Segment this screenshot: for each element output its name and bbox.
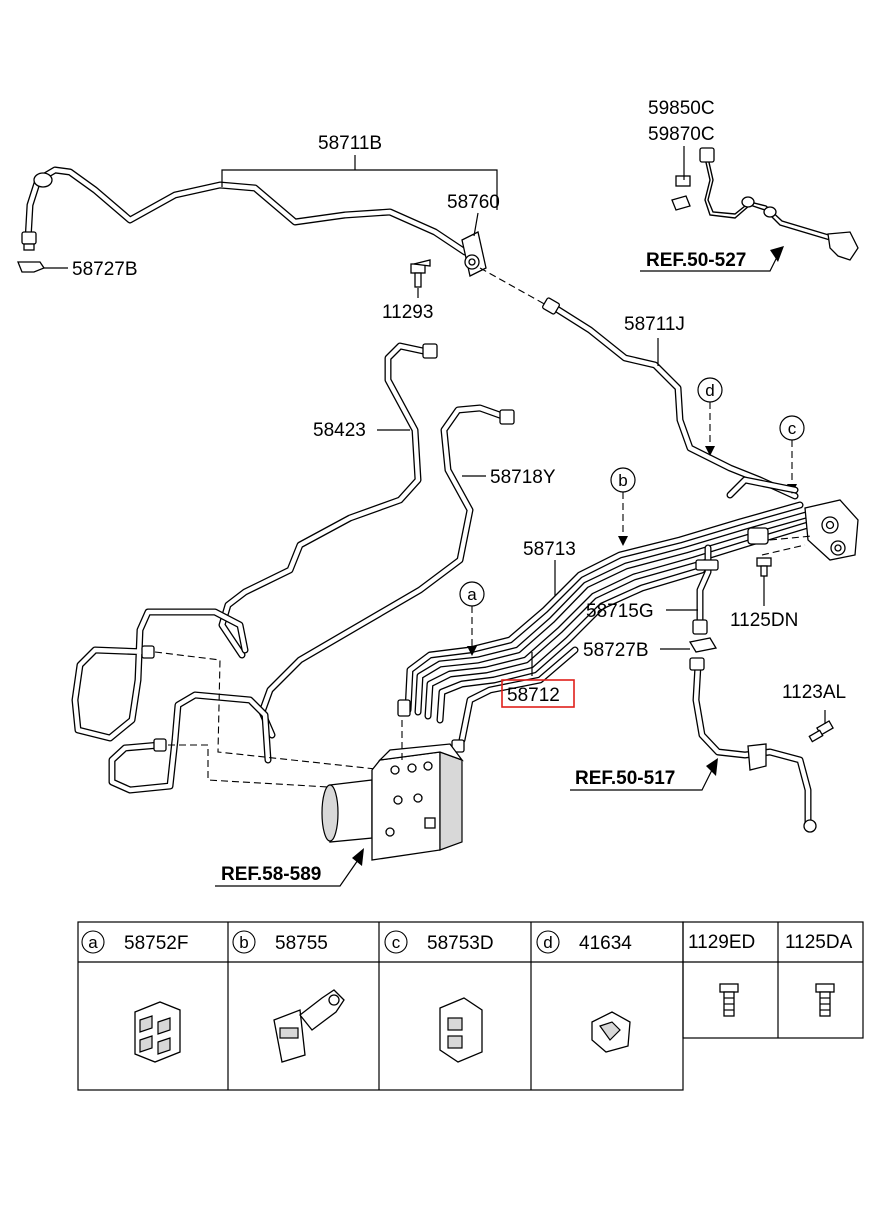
ref-50-517: REF.50-517 — [575, 768, 675, 789]
bolt-1125dn — [756, 557, 772, 577]
svg-text:c: c — [392, 933, 401, 952]
clip-58727b-top — [17, 261, 45, 273]
legend-part-1129ed: 1129ED — [688, 932, 755, 953]
label-59850c: 59850C — [648, 98, 715, 119]
label-59870c: 59870C — [648, 124, 715, 145]
clip-58752f-icon — [134, 1001, 181, 1063]
front-brake-pipe-58711b — [21, 166, 469, 256]
clip-58755-icon — [273, 989, 345, 1063]
svg-text:a: a — [467, 585, 477, 604]
legend-part-58755: 58755 — [275, 933, 328, 954]
legend-cell-1125da: 1125DA — [785, 932, 853, 1017]
svg-text:c: c — [788, 419, 797, 438]
bracket-58760 — [461, 231, 487, 277]
wheel-speed-sensor-cable — [671, 147, 859, 261]
brake-pipe-bundle-58712-58713 — [397, 501, 812, 753]
label-58727b-mid: 58727B — [583, 640, 649, 661]
legend-cell-1129ed: 1129ED — [688, 932, 755, 1017]
legend-cell-c: c 58753D — [384, 930, 494, 1063]
callout-c: c — [779, 415, 805, 494]
junction-block — [726, 476, 859, 561]
label-58711b: 58711B — [318, 133, 382, 154]
parts-legend-table: a 58752F b 58755 c 58753D — [77, 921, 864, 1091]
brake-pipe-58423 — [218, 342, 438, 659]
bolt-1125da-icon — [815, 983, 835, 1017]
legend-cell-b: b 58755 — [232, 930, 345, 1063]
label-58760: 58760 — [447, 192, 500, 213]
svg-text:d: d — [705, 381, 714, 400]
label-58711j: 58711J — [624, 314, 685, 335]
label-1123al: 1123AL — [782, 682, 846, 703]
abs-loop-pipes — [71, 608, 272, 794]
ref-58-589: REF.58-589 — [221, 864, 321, 885]
label-58712[interactable]: 58712 — [507, 685, 560, 706]
clip-58753d-icon — [439, 997, 483, 1063]
legend-cell-a: a 58752F — [81, 930, 188, 1063]
svg-text:b: b — [239, 933, 248, 952]
svg-text:a: a — [88, 933, 98, 952]
legend-part-1125da: 1125DA — [785, 932, 853, 953]
svg-text:b: b — [618, 471, 627, 490]
label-1125dn: 1125DN — [730, 610, 798, 631]
label-58423: 58423 — [313, 420, 366, 441]
highlight-box-58712 — [501, 679, 575, 708]
abs-hydraulic-unit — [321, 743, 464, 861]
ref-50-527: REF.50-527 — [646, 250, 746, 271]
callout-b: b — [610, 467, 636, 546]
brake-pipe-58711j — [542, 297, 799, 500]
label-58718y: 58718Y — [490, 467, 556, 488]
label-11293: 11293 — [382, 302, 433, 323]
callout-d: d — [697, 377, 723, 456]
label-58727b-top: 58727B — [72, 259, 138, 280]
brake-hose-58715g — [692, 544, 719, 635]
clip-58727b-mid — [688, 637, 718, 653]
svg-text:d: d — [543, 933, 552, 952]
legend-part-58753d: 58753D — [427, 933, 494, 954]
label-58713: 58713 — [523, 539, 576, 560]
bolt-1129ed-icon — [719, 983, 739, 1017]
legend-part-58752f: 58752F — [124, 933, 188, 954]
callout-a: a — [459, 581, 485, 656]
rear-brake-hose — [689, 657, 817, 833]
label-58715g: 58715G — [586, 601, 654, 622]
bolt-1123al — [808, 720, 834, 743]
bolt-11293 — [410, 259, 431, 288]
brake-pipe-58718y — [258, 404, 515, 739]
legend-cell-d: d 41634 — [536, 930, 632, 1053]
clip-41634-icon — [591, 1011, 631, 1053]
legend-part-41634: 41634 — [579, 933, 632, 954]
